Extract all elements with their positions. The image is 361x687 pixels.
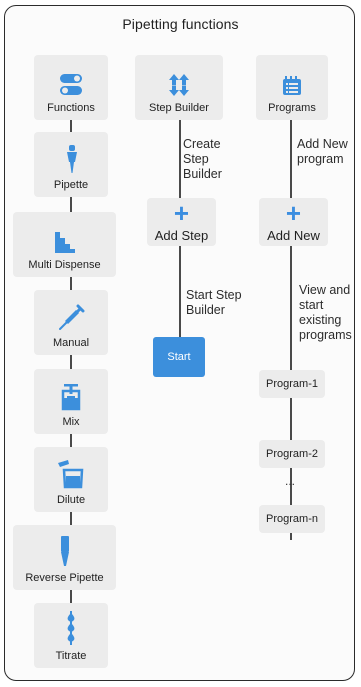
tile-label: Reverse Pipette bbox=[25, 572, 104, 584]
tile-label: Step Builder bbox=[149, 102, 209, 114]
note-add-new-program: Add New program bbox=[297, 137, 348, 166]
tile-multi-dispense[interactable]: Multi Dispense bbox=[13, 212, 116, 277]
tile-pipette[interactable]: Pipette bbox=[34, 132, 108, 197]
toggle-icon bbox=[58, 73, 84, 97]
stairs-icon bbox=[53, 230, 77, 254]
syringe-icon bbox=[57, 304, 85, 332]
program-item[interactable]: Program-n bbox=[259, 505, 325, 533]
titrate-icon bbox=[63, 611, 79, 645]
tile-programs[interactable]: Programs bbox=[256, 55, 328, 120]
add-new-label: Add New bbox=[267, 227, 320, 243]
ellipsis: ... bbox=[285, 474, 296, 488]
sort-arrows-icon bbox=[167, 73, 191, 97]
list-icon bbox=[281, 75, 303, 97]
add-step-button[interactable]: + Add Step bbox=[147, 198, 216, 246]
tile-reverse-pipette[interactable]: Reverse Pipette bbox=[13, 525, 116, 590]
dilute-icon bbox=[56, 459, 86, 489]
start-button[interactable]: Start bbox=[153, 337, 205, 377]
tile-label: Manual bbox=[52, 337, 90, 349]
tile-step-builder[interactable]: Step Builder bbox=[135, 55, 223, 120]
plus-icon: + bbox=[285, 197, 302, 228]
plus-icon: + bbox=[173, 197, 190, 228]
tile-manual[interactable]: Manual bbox=[34, 290, 108, 355]
program-item[interactable]: Program-1 bbox=[259, 370, 325, 398]
programs-connector bbox=[290, 120, 292, 540]
tile-label: Titrate bbox=[55, 650, 87, 662]
tile-mix[interactable]: Mix bbox=[34, 369, 108, 434]
note-create-step-builder: Create Step Builder bbox=[183, 137, 222, 181]
beaker-mix-icon bbox=[59, 383, 83, 411]
tile-label: Multi Dispense bbox=[28, 259, 101, 271]
tile-dilute[interactable]: Dilute bbox=[34, 447, 108, 512]
tile-label: Pipette bbox=[53, 179, 89, 191]
tile-label: Programs bbox=[268, 102, 316, 114]
tile-label: Functions bbox=[47, 102, 95, 114]
add-new-button[interactable]: + Add New bbox=[259, 198, 328, 246]
tile-titrate[interactable]: Titrate bbox=[34, 603, 108, 668]
add-step-label: Add Step bbox=[154, 227, 209, 243]
note-view-start-programs: View and start existing programs bbox=[299, 283, 352, 342]
note-start-step-builder: Start Step Builder bbox=[186, 288, 242, 317]
tile-label: Mix bbox=[62, 416, 80, 428]
tile-label: Dilute bbox=[56, 494, 86, 506]
tip-icon bbox=[58, 535, 72, 567]
program-item[interactable]: Program-2 bbox=[259, 440, 325, 468]
page-title: Pipetting functions bbox=[122, 16, 239, 32]
tile-functions[interactable]: Functions bbox=[34, 55, 108, 120]
pipette-icon bbox=[60, 144, 82, 174]
